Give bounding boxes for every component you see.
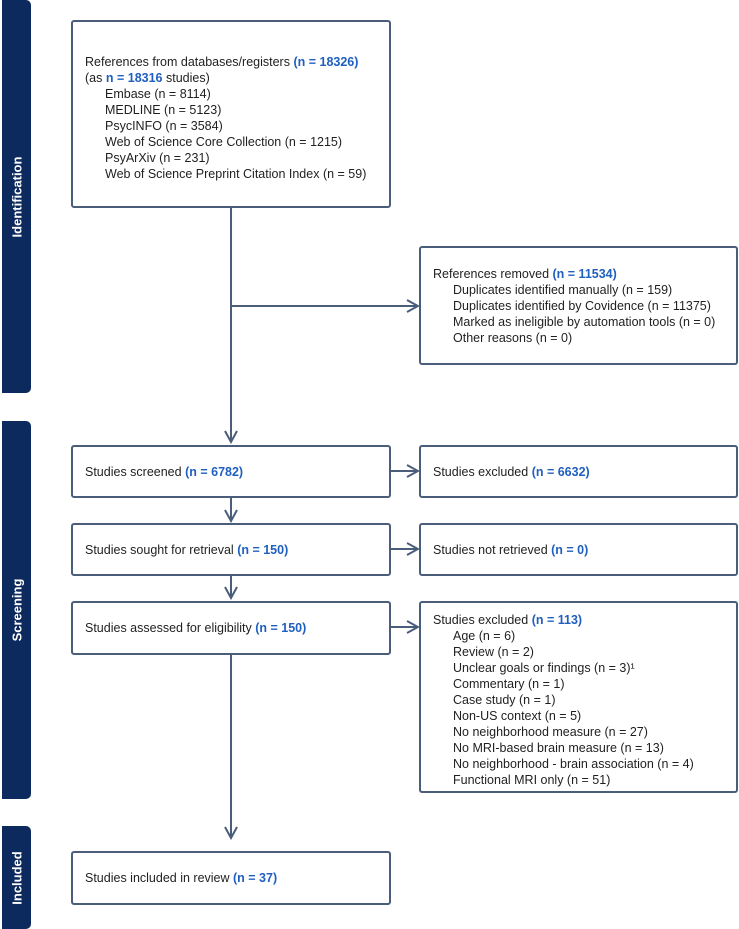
excluded-eligibility-count: (n = 113)	[531, 613, 583, 627]
not-retrieved-box: Studies not retrieved (n = 0)	[419, 523, 738, 576]
source-item: PsyArXiv (n = 231)	[105, 151, 210, 165]
phase-included: Included	[2, 826, 31, 929]
source-item: Web of Science Preprint Citation Index (…	[105, 167, 367, 181]
references-as-suffix: studies)	[165, 71, 210, 85]
source-item: Web of Science Core Collection (n = 1215…	[105, 135, 343, 149]
not-retrieved-label: Studies not retrieved	[433, 542, 548, 557]
references-count: (n = 18326)	[293, 55, 359, 69]
references-box: References from databases/registers (n =…	[71, 20, 391, 208]
screened-label: Studies screened	[85, 464, 182, 479]
exclusion-reason: Functional MRI only (n = 51)	[453, 773, 611, 787]
removed-count: (n = 11534)	[552, 267, 617, 281]
exclusion-reason: Case study (n = 1)	[453, 693, 556, 707]
assessed-label: Studies assessed for eligibility	[85, 621, 252, 635]
removed-item: Marked as ineligible by automation tools…	[453, 315, 716, 329]
removed-title: References removed	[433, 267, 550, 281]
exclusion-reason: No MRI-based brain measure (n = 13)	[453, 741, 664, 755]
phase-identification: Identification	[2, 0, 31, 393]
exclusion-reason: Age (n = 6)	[453, 629, 516, 643]
source-item: PsycINFO (n = 3584)	[105, 119, 223, 133]
assessed-box: Studies assessed for eligibility (n = 15…	[71, 601, 391, 655]
screened-box: Studies screened (n = 6782)	[71, 445, 391, 498]
excluded-screen-box: Studies excluded (n = 6632)	[419, 445, 738, 498]
included-count: (n = 37)	[233, 871, 278, 885]
exclusion-reason: No neighborhood measure (n = 27)	[453, 725, 648, 739]
not-retrieved-count: (n = 0)	[551, 542, 589, 557]
sought-box: Studies sought for retrieval (n = 150)	[71, 523, 391, 576]
removed-item: Duplicates identified manually (n = 159)	[453, 283, 673, 297]
exclusion-reason: Commentary (n = 1)	[453, 677, 565, 691]
included-label: Studies included in review	[85, 871, 230, 885]
excluded-screen-count: (n = 6632)	[531, 464, 590, 479]
exclusion-reason: Non-US context (n = 5)	[453, 709, 582, 723]
included-box: Studies included in review (n = 37)	[71, 851, 391, 905]
excluded-eligibility-title: Studies excluded	[433, 613, 529, 627]
screened-count: (n = 6782)	[185, 464, 244, 479]
references-as-count: n = 18316	[105, 71, 163, 85]
removed-box: References removed (n = 11534) Duplicate…	[419, 246, 738, 365]
references-title: References from databases/registers	[85, 55, 290, 69]
assessed-count: (n = 150)	[255, 621, 307, 635]
references-as-prefix: (as	[85, 71, 103, 85]
source-item: Embase (n = 8114)	[105, 87, 211, 101]
removed-item: Other reasons (n = 0)	[453, 331, 573, 345]
phase-screening: Screening	[2, 421, 31, 799]
removed-item: Duplicates identified by Covidence (n = …	[453, 299, 711, 313]
excluded-eligibility-box: Studies excluded (n = 113) Age (n = 6) R…	[419, 601, 738, 793]
sought-label: Studies sought for retrieval	[85, 542, 234, 557]
exclusion-reason: No neighborhood - brain association (n =…	[453, 757, 694, 771]
exclusion-reason: Unclear goals or findings (n = 3)¹	[453, 661, 635, 675]
excluded-screen-label: Studies excluded	[433, 464, 529, 479]
source-item: MEDLINE (n = 5123)	[105, 103, 222, 117]
exclusion-reason: Review (n = 2)	[453, 645, 534, 659]
sought-count: (n = 150)	[237, 542, 289, 557]
